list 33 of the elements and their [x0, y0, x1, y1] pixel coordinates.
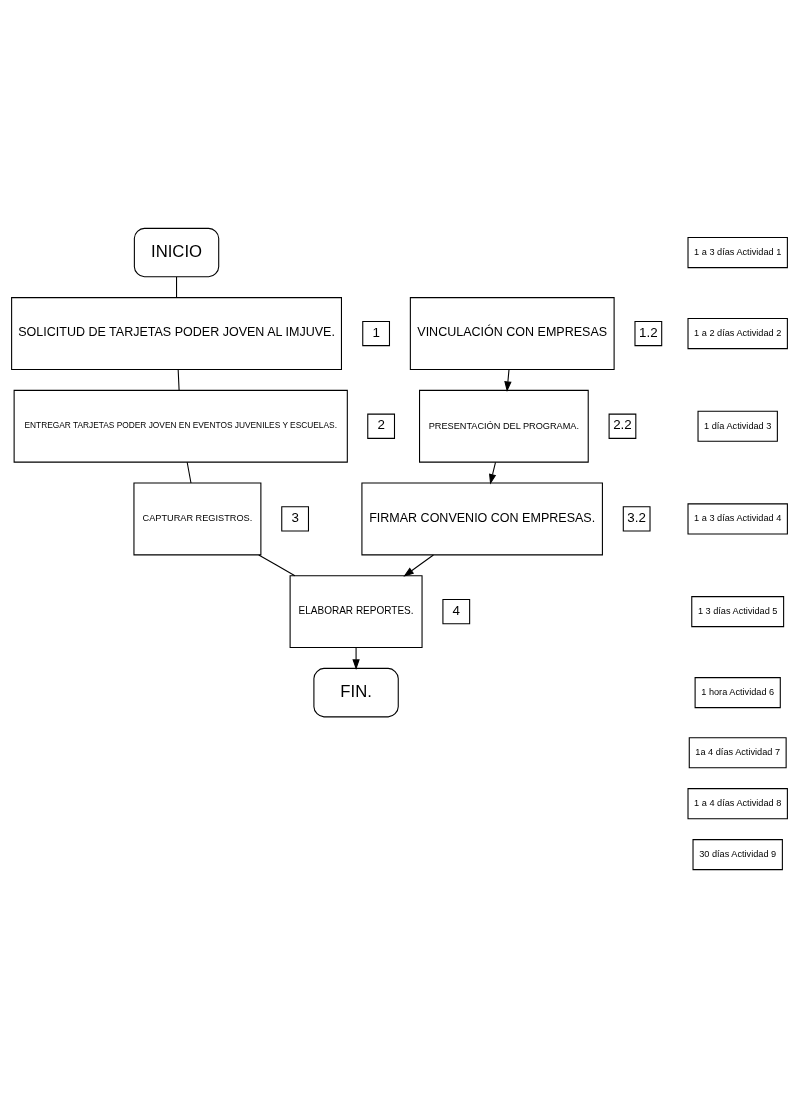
node-box: FIRMAR CONVENIO CON EMPRESAS. [361, 482, 603, 556]
node-box: ELABORAR REPORTES. [289, 575, 423, 649]
arrow [489, 461, 497, 485]
node-box: 1 a 3 días Actividad 4 [687, 503, 788, 535]
node-box: 3 [281, 506, 310, 532]
node-box: 1.2 [634, 320, 663, 347]
node-box: 30 días Actividad 9 [692, 839, 783, 871]
node-box: ENTREGAR TARJETAS PODER JOVEN EN EVENTOS JUVENILES Y ESCUELAS. [13, 389, 348, 463]
connector [258, 554, 296, 577]
node-box: CAPTURAR REGISTROS. [133, 482, 262, 556]
node-box: 1 a 3 días Actividad 1 [687, 237, 788, 269]
connector [176, 276, 178, 299]
connector [177, 369, 180, 391]
connector [186, 461, 192, 484]
node-box: 1 día Actividad 3 [697, 410, 778, 442]
node-box: 1 hora Actividad 6 [694, 677, 781, 709]
arrow [504, 369, 512, 392]
node-box: VINCULACIÓN CON EMPRESAS [409, 297, 615, 370]
node-box: 1 a 4 días Actividad 8 [687, 788, 788, 820]
node-box: 1 [362, 320, 391, 347]
node-box: 4 [442, 598, 471, 625]
node-box: 1 a 2 días Actividad 2 [687, 318, 788, 350]
node-box: FIN. [313, 667, 399, 718]
node-box: SOLICITUD DE TARJETAS PODER JOVEN AL IMJUVE. [11, 297, 342, 370]
node-box: INICIO [133, 227, 220, 278]
node-box: 1a 4 días Actividad 7 [688, 737, 787, 769]
node-box: PRESENTACIÓN DEL PROGRAMA. [419, 389, 589, 463]
arrow [352, 647, 360, 670]
arrow [403, 554, 434, 577]
node-box: 2.2 [608, 413, 637, 439]
node-box: 3.2 [622, 506, 651, 532]
node-box: 1 3 días Actividad 5 [691, 596, 785, 628]
node-box: 2 [367, 413, 396, 439]
